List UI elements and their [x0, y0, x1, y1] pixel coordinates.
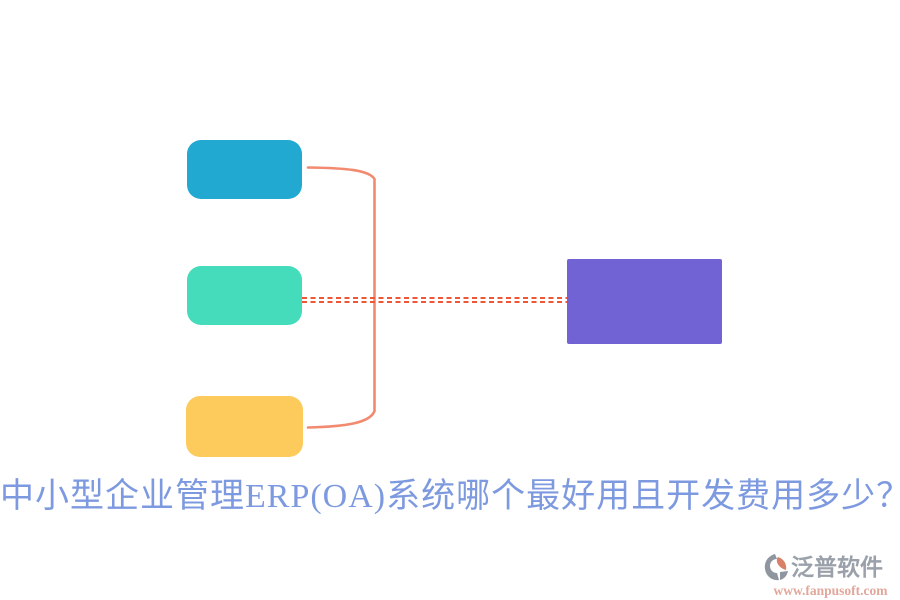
brand-url: www.fanpusoft.com [773, 583, 888, 598]
fanpu-logo-petal [776, 557, 787, 570]
dashed-connector-row-top [302, 297, 567, 299]
topic-node-teal [187, 266, 302, 325]
topic-node-yellow [186, 396, 303, 457]
article-title: 中小型企业管理ERP(OA)系统哪个最好用且开发费用多少？ [0, 478, 900, 515]
fanpu-logo-swoosh [764, 554, 779, 581]
topic-node-blue [187, 140, 302, 199]
summary-node-purple [567, 259, 722, 344]
dashed-connector-row-bottom [302, 301, 567, 303]
fanpu-logo-wedge [780, 571, 788, 580]
fanpu-logo-icon [764, 554, 788, 581]
fanpu-watermark: 泛普软件 www.fanpusoft.com [763, 552, 898, 598]
brand-name: 泛普软件 [791, 554, 883, 580]
dashed-connector [302, 297, 567, 303]
fanpu-logo-row: 泛普软件 [763, 552, 898, 583]
